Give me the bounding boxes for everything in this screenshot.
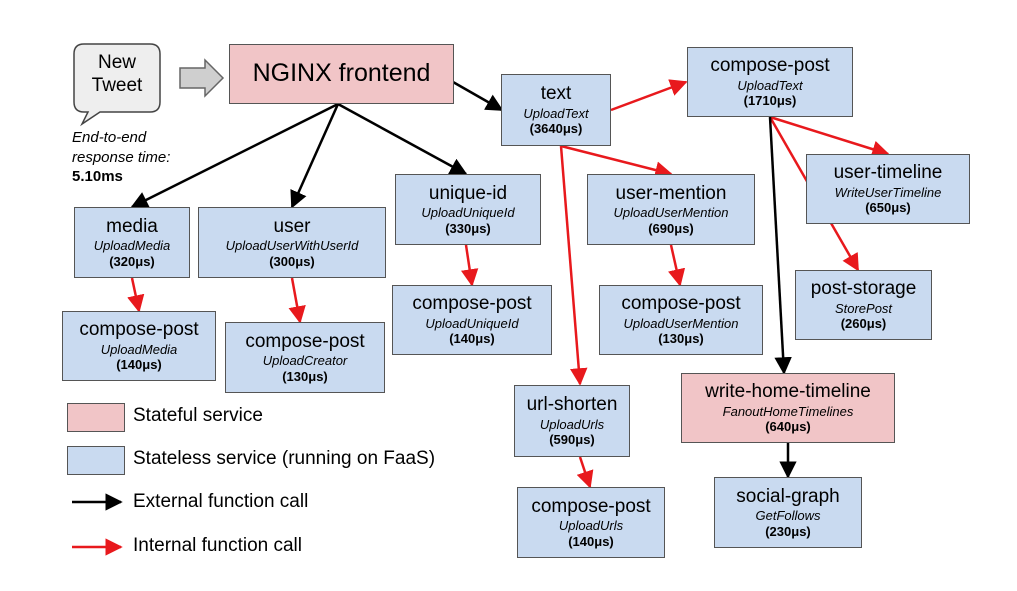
- node-name: compose-post: [621, 293, 741, 315]
- edge-nginx-to-unique-id: [337, 102, 468, 176]
- node-name: media: [106, 215, 158, 237]
- node-latency: (3640μs): [529, 121, 583, 137]
- node-latency: (590μs): [549, 432, 595, 448]
- node-name: text: [540, 83, 572, 105]
- node-function: WriteUserTimeline: [834, 184, 942, 200]
- node-user: user UploadUserWithUserId (300μs): [198, 207, 386, 278]
- node-name: write-home-timeline: [705, 381, 871, 403]
- node-latency: (300μs): [269, 253, 315, 269]
- node-user-mention: user-mention UploadUserMention (690μs): [587, 174, 755, 245]
- legend-stateless-swatch: [67, 446, 125, 475]
- node-latency: (330μs): [445, 220, 491, 236]
- response-time-line-1: End-to-end: [72, 129, 147, 146]
- edge-unique-id-to-compose-uniqueid: [461, 244, 479, 287]
- node-url-shorten: url-shorten UploadUrls (590μs): [514, 385, 630, 457]
- edge-compose-text-to-write-home: [768, 116, 792, 375]
- node-name: compose-post: [710, 55, 830, 77]
- node-latency: (1710μs): [743, 93, 797, 109]
- node-function: UploadUniqueId: [421, 205, 515, 221]
- edge-compose-text-to-user-timeline: [769, 115, 890, 158]
- legend-stateless-label: Stateless service (running on FaaS): [133, 448, 436, 469]
- tweet-arrow: [179, 58, 225, 98]
- node-latency: (650μs): [865, 200, 911, 216]
- response-time-note: End-to-end response time: 5.10ms: [72, 128, 170, 187]
- node-function: UploadUserMention: [623, 315, 739, 331]
- response-time-label: response time:: [72, 148, 171, 166]
- node-function: UploadText: [737, 77, 803, 93]
- node-compose-post-uploadtext: compose-post UploadText (1710μs): [687, 47, 853, 117]
- node-nginx-frontend: NGINX frontend: [229, 44, 454, 104]
- node-latency: (140μs): [116, 357, 162, 373]
- edge-nginx-to-user: [290, 103, 340, 209]
- node-compose-post-uploaduniqueid: compose-post UploadUniqueId (140μs): [392, 285, 552, 355]
- node-media: media UploadMedia (320μs): [74, 207, 190, 278]
- node-compose-post-uploadusermention: compose-post UploadUserMention (130μs): [599, 285, 763, 355]
- node-name: social-graph: [736, 485, 840, 507]
- node-post-storage: post-storage StorePost (260μs): [795, 270, 932, 340]
- tweet-line-1: New: [97, 52, 136, 73]
- node-compose-post-uploadcreator: compose-post UploadCreator (130μs): [225, 322, 385, 393]
- node-name: user: [273, 215, 311, 237]
- node-latency: (640μs): [765, 419, 811, 435]
- edge-text-to-user-mention: [560, 144, 673, 179]
- node-function: StorePost: [834, 300, 893, 316]
- node-text: text UploadText (3640μs): [501, 74, 611, 146]
- node-latency: (320μs): [109, 253, 155, 269]
- node-function: UploadMedia: [100, 341, 178, 357]
- node-user-timeline: user-timeline WriteUserTimeline (650μs): [806, 154, 970, 224]
- edge-url-shorten-to-compose-urls: [576, 456, 594, 489]
- node-function: UploadCreator: [262, 353, 348, 369]
- node-name: user-mention: [615, 182, 727, 204]
- node-function: UploadUserMention: [613, 205, 729, 221]
- node-latency: (260μs): [840, 316, 887, 332]
- node-name: compose-post: [245, 330, 365, 352]
- node-write-home-timeline: write-home-timeline FanoutHomeTimelines …: [681, 373, 895, 443]
- node-latency: (140μs): [449, 331, 495, 347]
- legend-stateful-label: Stateful service: [133, 405, 263, 426]
- edge-text-to-compose-text: [610, 79, 688, 112]
- response-time-line-2: response time:: [72, 148, 170, 168]
- node-compose-post-uploadmedia: compose-post UploadMedia (140μs): [62, 311, 216, 381]
- node-name: NGINX frontend: [252, 59, 431, 88]
- legend-internal-label: Internal function call: [133, 535, 302, 556]
- legend-external-label: External function call: [133, 491, 309, 512]
- node-latency: (690μs): [648, 220, 694, 236]
- node-name: unique-id: [428, 182, 508, 204]
- node-function: UploadText: [523, 105, 589, 121]
- node-function: UploadUniqueId: [425, 315, 519, 331]
- node-unique-id: unique-id UploadUniqueId (330μs): [395, 174, 541, 245]
- edge-text-to-url-shorten: [559, 145, 588, 386]
- edge-media-to-compose-media: [127, 277, 145, 313]
- node-function: UploadUrls: [539, 416, 605, 432]
- node-name: compose-post: [79, 319, 199, 341]
- node-latency: (130μs): [282, 368, 328, 384]
- tweet-label: New Tweet: [74, 52, 160, 98]
- node-name: post-storage: [810, 278, 917, 300]
- tweet-bubble: [73, 43, 161, 127]
- node-name: compose-post: [531, 495, 651, 517]
- edge-nginx-to-text: [445, 76, 504, 112]
- node-function: FanoutHomeTimelines: [722, 403, 854, 419]
- node-latency: (130μs): [658, 331, 704, 347]
- tweet-line-2: Tweet: [91, 74, 143, 96]
- node-name: compose-post: [412, 293, 532, 315]
- edge-user-to-compose-creator: [288, 277, 306, 324]
- edge-user-mention-to-compose-mention: [668, 244, 686, 287]
- node-latency: (230μs): [765, 523, 811, 539]
- node-name: user-timeline: [833, 162, 943, 184]
- node-function: UploadMedia: [93, 238, 171, 254]
- node-function: UploadUrls: [558, 518, 624, 534]
- node-name: url-shorten: [526, 394, 618, 416]
- edge-nginx-to-media: [130, 102, 339, 209]
- legend-stateful-swatch: [67, 403, 125, 432]
- node-function: GetFollows: [755, 508, 821, 524]
- node-social-graph: social-graph GetFollows (230μs): [714, 477, 862, 548]
- response-time-value: 5.10ms: [72, 168, 123, 185]
- node-compose-post-uploadurls: compose-post UploadUrls (140μs): [517, 487, 665, 558]
- node-latency: (140μs): [568, 533, 614, 549]
- node-function: UploadUserWithUserId: [225, 238, 359, 254]
